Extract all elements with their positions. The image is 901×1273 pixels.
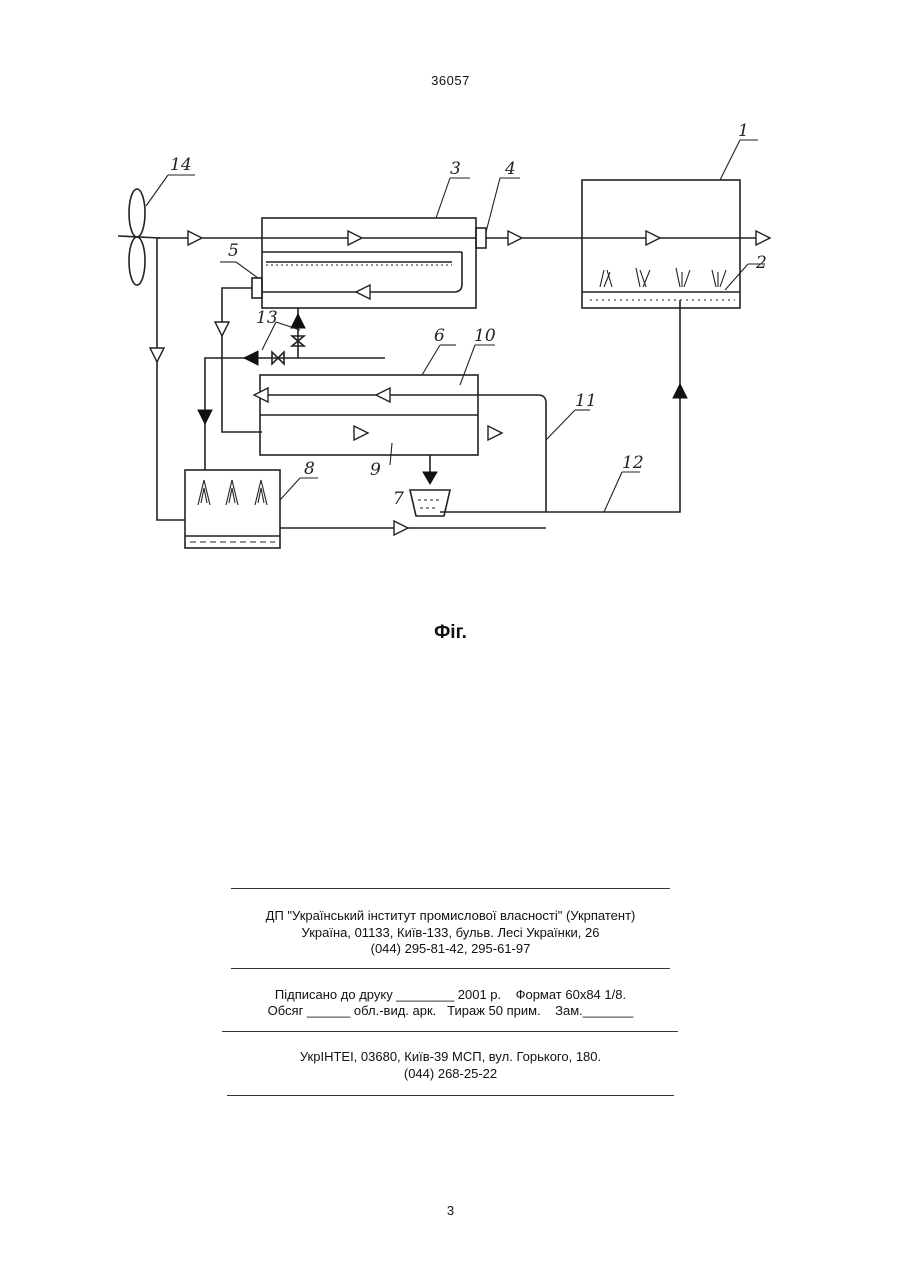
ref-num-10: 10 bbox=[474, 326, 496, 346]
flow-arrow bbox=[188, 231, 202, 245]
publisher-line-1: ДП "Український інститут промислової вла… bbox=[0, 908, 901, 924]
printer-line-2: (044) 268-25-22 bbox=[0, 1066, 901, 1082]
ref-num-3: 3 bbox=[450, 159, 461, 179]
ref-num-11: 11 bbox=[575, 391, 597, 411]
page-number: 3 bbox=[0, 1203, 901, 1219]
print-details-line-2: Обсяг ______ обл.-вид. арк. Тираж 50 при… bbox=[0, 1003, 901, 1019]
ref-num-8: 8 bbox=[304, 459, 315, 479]
divider-rule bbox=[227, 1095, 674, 1096]
heat-exchanger-3 bbox=[262, 178, 476, 308]
divider-rule bbox=[222, 1031, 678, 1032]
publisher-line-3: (044) 295-81-42, 295-61-97 bbox=[0, 941, 901, 957]
divider-rule bbox=[231, 968, 670, 969]
ref-num-6: 6 bbox=[434, 326, 445, 346]
publisher-line-2: Україна, 01133, Київ-133, бульв. Лесі Ук… bbox=[0, 925, 901, 941]
ref-num-12: 12 bbox=[622, 453, 644, 473]
ref-num-13: 13 bbox=[256, 308, 278, 328]
ref-num-9: 9 bbox=[370, 460, 381, 480]
divider-rule bbox=[231, 888, 670, 889]
evaporative-cooler-8 bbox=[185, 470, 318, 548]
ref-num-7: 7 bbox=[393, 489, 404, 509]
ref-num-14: 14 bbox=[170, 155, 192, 175]
ref-num-4: 4 bbox=[504, 159, 516, 179]
printer-line-1: УкрІНТЕІ, 03680, Київ-39 МСП, вул. Горьк… bbox=[0, 1049, 901, 1065]
ref-num-1: 1 bbox=[738, 121, 749, 141]
heat-exchanger-6 bbox=[254, 345, 502, 465]
ref-num-5: 5 bbox=[228, 241, 239, 261]
valve-5 bbox=[220, 262, 262, 298]
ref-num-2: 2 bbox=[755, 253, 767, 273]
patent-figure-drawing: 1 2 3 4 5 6 7 8 9 10 11 12 13 14 bbox=[0, 0, 901, 620]
print-details-line-1: Підписано до друку ________ 2001 р. Форм… bbox=[0, 987, 901, 1003]
greenhouse-chamber-1 bbox=[582, 140, 765, 308]
figure-caption: Фіг. bbox=[0, 622, 901, 644]
